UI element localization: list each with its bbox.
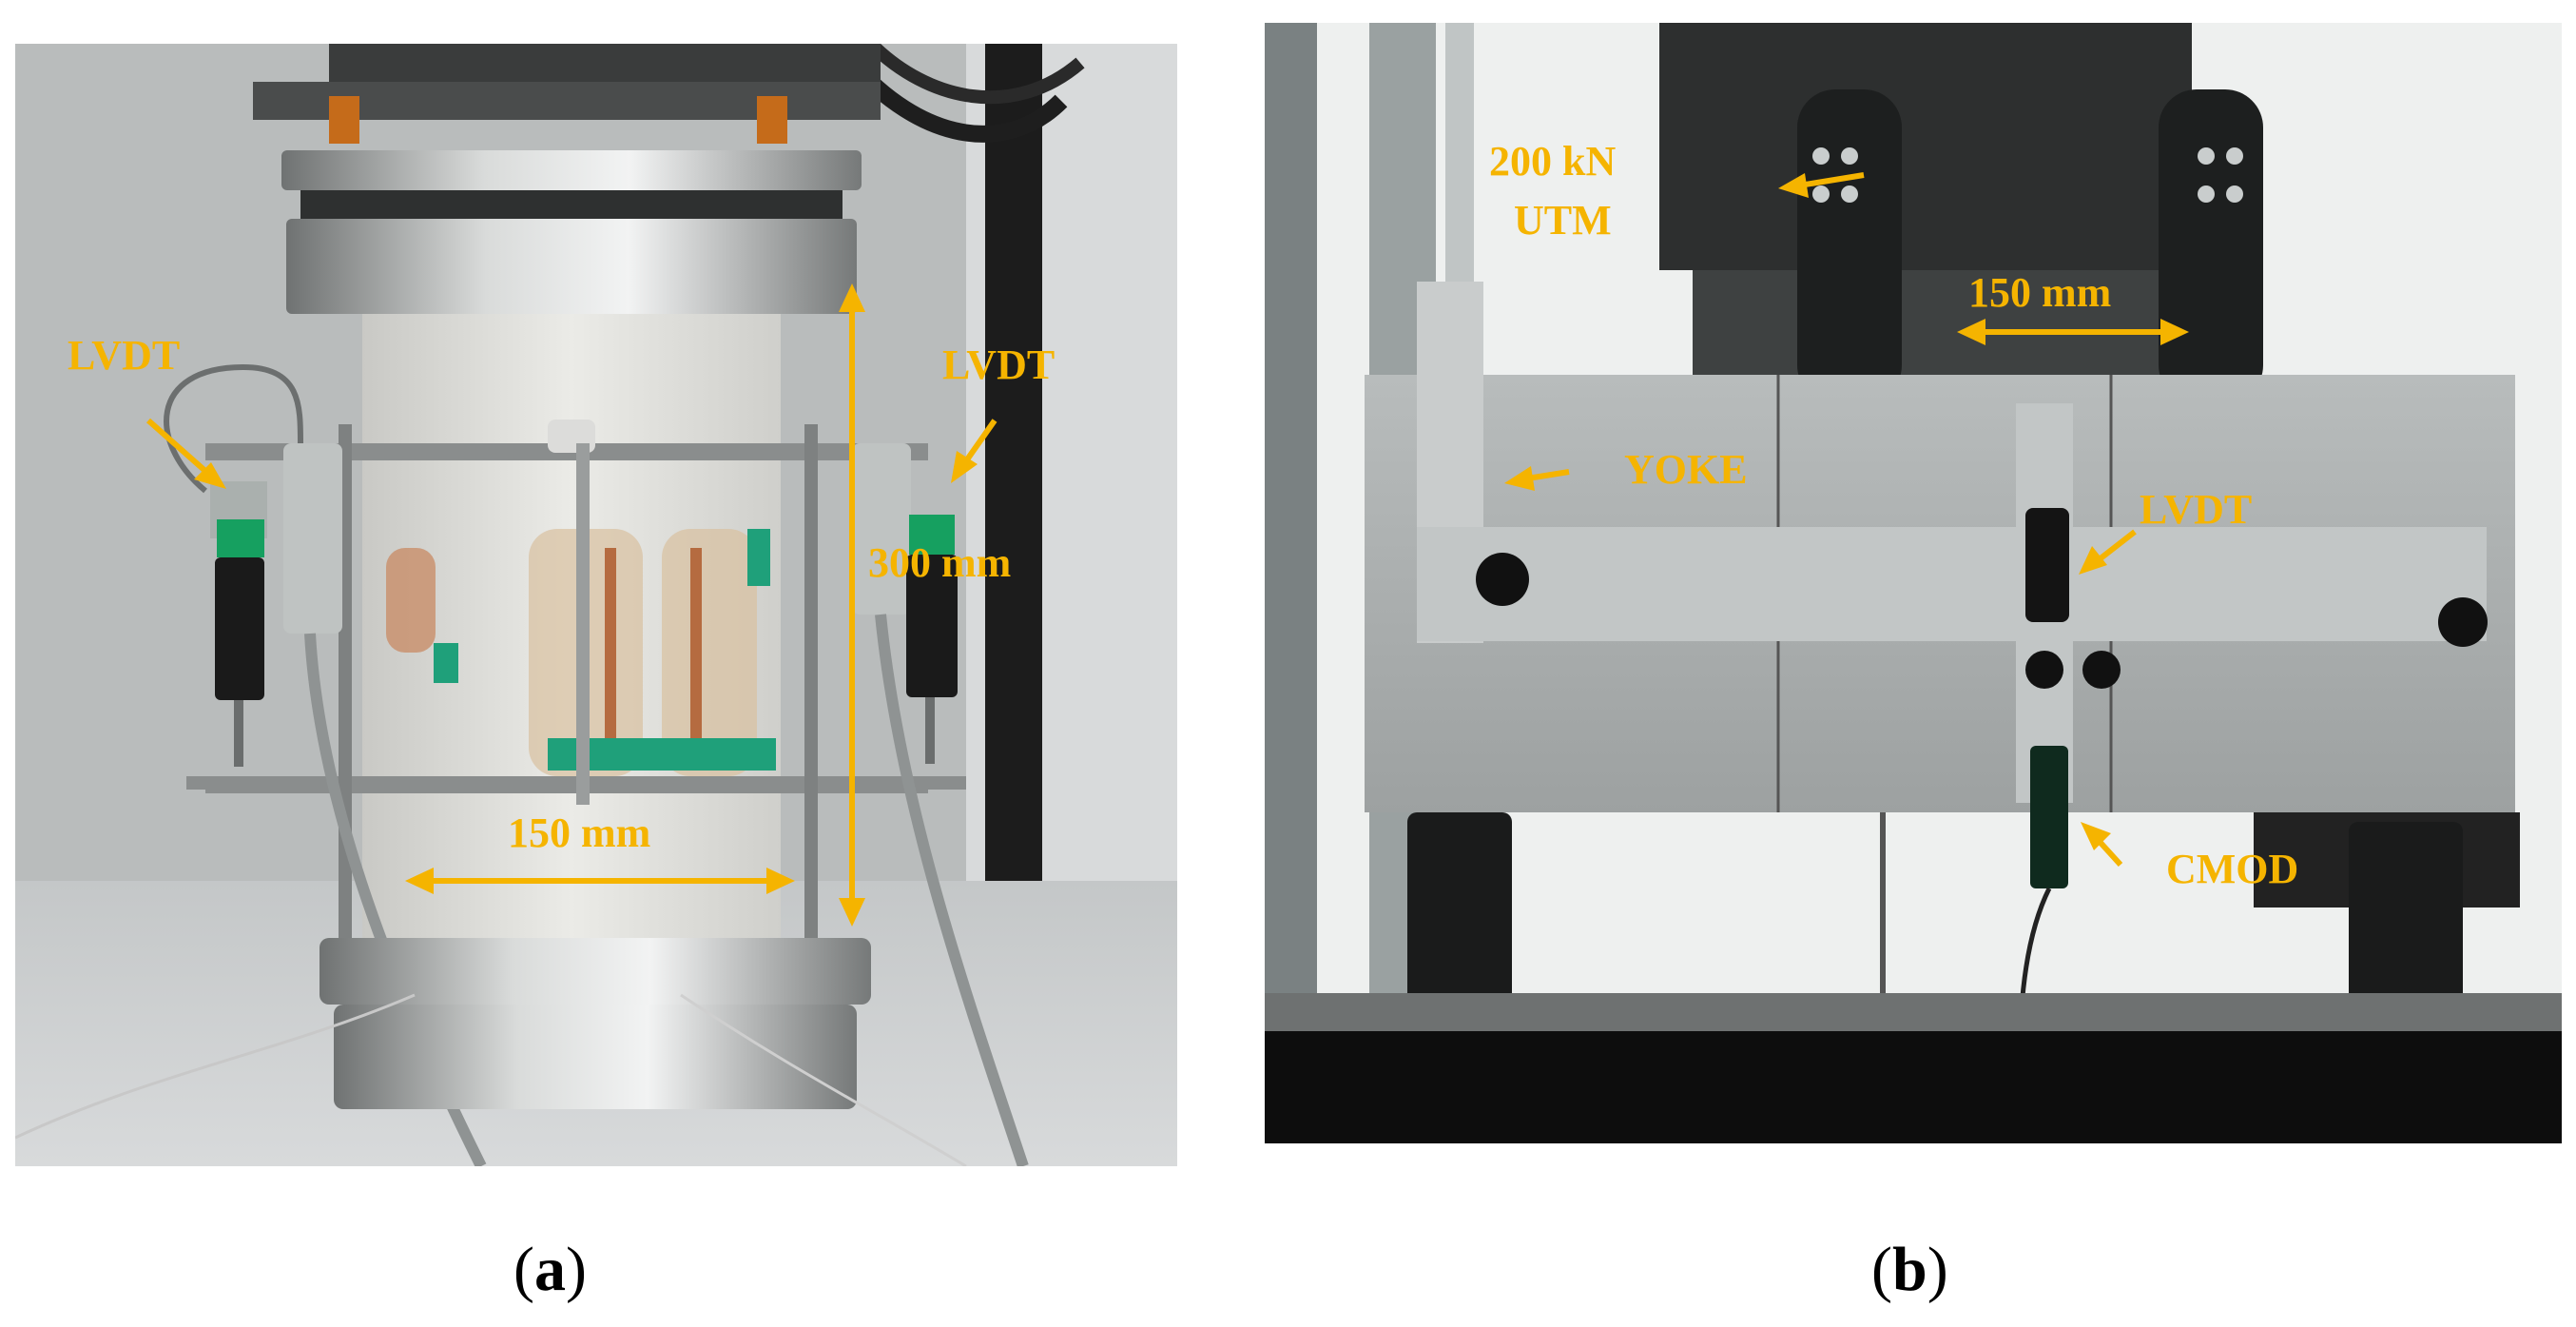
width-dimension-label: 150 mm (508, 810, 651, 856)
utm-label: UTM (1514, 197, 1612, 244)
caption-panel-a: (a) (513, 1239, 587, 1301)
caption-b-open: ( (1871, 1235, 1892, 1304)
cylinder-test-photo (15, 44, 1177, 1166)
dimension-arrows-a (146, 283, 997, 927)
cmod-label: CMOD (2166, 846, 2299, 892)
lvdt-right-label: LVDT (942, 342, 1056, 388)
caption-a-close: ) (565, 1235, 587, 1304)
caption-a-open: ( (513, 1235, 534, 1304)
lvdt-label: LVDT (2140, 486, 2253, 533)
caption-a-letter: a (533, 1235, 566, 1304)
span-dimension-label: 150 mm (1968, 269, 2112, 316)
lvdt-left-label: LVDT (68, 332, 181, 379)
height-dimension-label: 300 mm (868, 539, 1012, 586)
annotation-arrows-b (1504, 172, 2189, 868)
photo-panel-b: 200 kN UTM 150 mm YOKE LVDT CMOD (1265, 23, 2562, 1143)
caption-b-letter: b (1891, 1235, 1927, 1304)
beam-test-photo (1265, 23, 2562, 1143)
caption-b-close: ) (1927, 1235, 1948, 1304)
yoke-label: YOKE (1624, 446, 1748, 493)
caption-panel-b: (b) (1871, 1239, 1948, 1301)
photo-panel-a: LVDT LVDT 300 mm 150 mm (15, 44, 1177, 1166)
utm-capacity-label: 200 kN (1489, 138, 1617, 185)
